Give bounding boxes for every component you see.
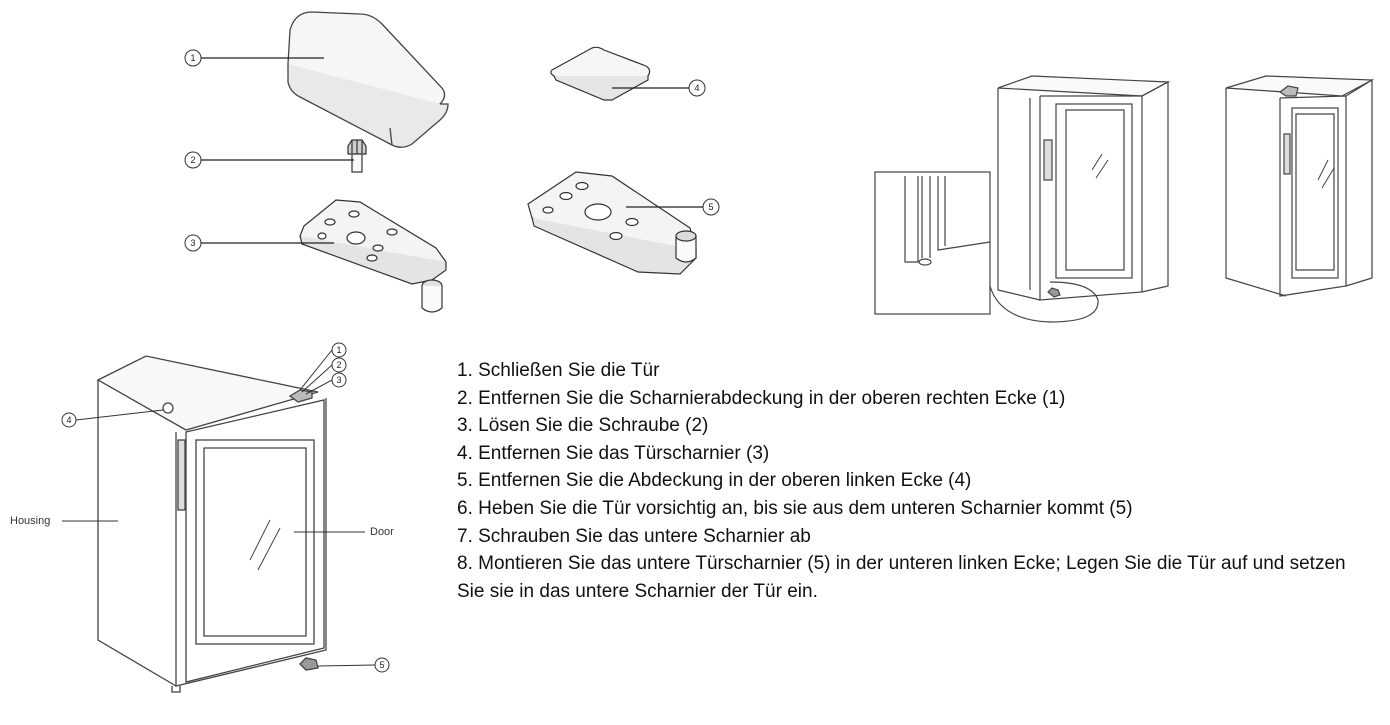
- fridge-reversed-drawing: [1225, 75, 1375, 297]
- screw-drawing: [347, 139, 367, 173]
- lower-hinge-drawing: [527, 171, 697, 275]
- instruction-step-2: 2. Entfernen Sie die Scharnierabdeckung …: [457, 387, 1066, 409]
- fridge-callouts: 1 2 3 4 5: [61, 342, 390, 673]
- upper-hinge-drawing: [299, 199, 447, 313]
- cover-plate-drawing: [550, 46, 651, 101]
- diagram-callout-3: 3: [336, 375, 341, 385]
- diagram-callout-5: 5: [379, 660, 384, 670]
- callout-number-1: 1: [190, 53, 195, 63]
- instruction-step-6: 6. Heben Sie die Tür vorsichtig an, bis …: [457, 497, 1133, 519]
- diagram-callout-4: 4: [66, 415, 71, 425]
- diagram-callout-1: 1: [336, 345, 341, 355]
- callout-number-2: 2: [190, 155, 195, 165]
- callout-number-3: 3: [190, 238, 195, 248]
- diagram-callout-2: 2: [336, 360, 341, 370]
- callout-number-5: 5: [708, 202, 713, 212]
- instruction-step-8: 8. Montieren Sie das untere Türscharnier…: [457, 553, 1346, 602]
- fridge-front-drawing: [96, 355, 327, 693]
- instruction-steps: 1. Schließen Sie die Tür 2. Entfernen Si…: [457, 357, 1357, 605]
- instruction-step-1: 1. Schließen Sie die Tür: [457, 360, 660, 381]
- instruction-step-7: 7. Schrauben Sie das untere Scharnier ab: [457, 525, 811, 547]
- instruction-step-4: 4. Entfernen Sie das Türscharnier (3): [457, 442, 770, 464]
- callout-number-4: 4: [694, 83, 699, 93]
- instruction-step-5: 5. Entfernen Sie die Abdeckung in der ob…: [457, 470, 972, 492]
- hinge-cover-drawing: [287, 11, 449, 148]
- fridge-with-inset-drawing: [874, 75, 1171, 323]
- housing-label: Housing: [10, 515, 50, 527]
- door-label: Door: [370, 526, 394, 538]
- instruction-step-3: 3. Lösen Sie die Schraube (2): [457, 415, 709, 437]
